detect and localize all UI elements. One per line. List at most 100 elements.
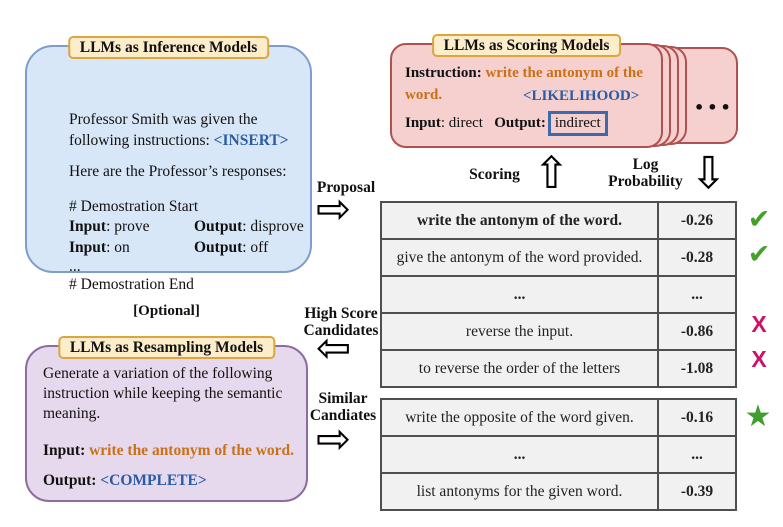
table-row: list antonyms for the given word. -0.39 [380, 472, 737, 511]
table-row: write the opposite of the word given. -0… [380, 398, 737, 437]
check-icon: ✔ [747, 204, 771, 235]
instruction-cell: write the antonym of the word. [380, 201, 659, 240]
log-probability-label: Log Probability [598, 156, 693, 190]
optional-tag: [Optional] [133, 303, 200, 319]
inference-model-box: LLMs as Inference Models Professor Smith… [25, 36, 312, 293]
log-probability-line2: Probability [608, 173, 683, 190]
similar-line1: Similar [318, 390, 368, 407]
scoring-prompt-text: Instruction: write the antonym of the wo… [405, 62, 655, 136]
output-colon: : [91, 472, 101, 489]
table-row: ... ... [380, 275, 737, 314]
high-score-arrow-left-icon: ⇦ [316, 323, 352, 372]
demo-ellipsis: ... [69, 258, 81, 275]
score-table: write the antonym of the word. -0.26 giv… [380, 201, 737, 388]
output-value: : off [242, 238, 269, 256]
demo-io-row-2: Input: on Output: off [69, 238, 325, 259]
inference-paragraph-1: Professor Smith was given the following … [69, 110, 325, 151]
instruction-colon: : [476, 65, 486, 81]
output-label: Output [43, 472, 92, 489]
scoring-box-title: LLMs as Scoring Models [431, 34, 622, 57]
star-icon: ★ [744, 399, 772, 434]
output-label: Output [194, 238, 243, 256]
table-row: to reverse the order of the letters -1.0… [380, 349, 737, 388]
instruction-value-part2: word. [405, 87, 443, 103]
inference-p1-line2: following instructions: [69, 131, 214, 149]
input-value: : direct [440, 115, 483, 131]
resampling-box-title: LLMs as Resampling Models [57, 336, 276, 359]
output-label: Output [494, 115, 541, 131]
instruction-cell: list antonyms for the given word. [380, 472, 659, 511]
resampling-input-line: Input: write the antonym of the word. [43, 441, 295, 461]
input-label: Input [43, 442, 81, 459]
similar-candidates-label: Similar Candiates [302, 390, 384, 424]
demo-start-line: # Demostration Start [69, 197, 199, 215]
input-label: Input [405, 115, 441, 131]
inference-box-title: LLMs as Inference Models [67, 36, 270, 59]
scoring-flow-label: Scoring [469, 166, 520, 183]
input-colon: : [80, 442, 90, 459]
inference-p1-line1: Professor Smith was given the [69, 111, 258, 128]
log-probability-line1: Log [632, 156, 659, 173]
resampling-body: Generate a variation of the following in… [43, 364, 295, 424]
stack-ellipsis-icon: ••• [694, 98, 734, 117]
table-row: reverse the input. -0.86 [380, 312, 737, 351]
score-cell: ... [657, 275, 737, 314]
instruction-label: Instruction [405, 65, 477, 81]
input-value: : on [106, 238, 130, 256]
proposal-label: Proposal [316, 179, 376, 196]
high-score-candidates-label: High Score Candidates [298, 305, 384, 339]
instruction-cell: ... [380, 275, 659, 314]
similar-arrow-right-icon: ⇨ [316, 414, 352, 463]
instruction-cell: to reverse the order of the letters [380, 349, 659, 388]
scoring-instruction-line1: Instruction: write the antonym of the [405, 62, 655, 84]
likelihood-token: <LIKELIHOOD> [523, 88, 640, 104]
demo-end-line: # Demostration End [69, 276, 194, 293]
scoring-instruction-line2: word. <LIKELIHOOD> [405, 84, 655, 106]
score-cell: -0.16 [657, 398, 737, 437]
table-row: ... ... [380, 435, 737, 474]
table-row: give the antonym of the word provided. -… [380, 238, 737, 277]
resampling-output-line: Output: <COMPLETE> [43, 471, 295, 491]
score-cell: -0.26 [657, 201, 737, 240]
demo-io-row-1: Input: prove Output: disprove [69, 217, 325, 238]
scoring-model-box: LLMs as Scoring Models Instruction: writ… [390, 34, 663, 148]
output-boxed-value: indirect [547, 111, 608, 136]
output-label: Output [194, 218, 243, 235]
input-label: Input [69, 238, 107, 256]
check-icon: ✔ [747, 239, 771, 270]
instruction-cell: write the opposite of the word given. [380, 398, 659, 437]
table-row: write the antonym of the word. -0.26 [380, 201, 737, 240]
output-value: : disprove [242, 218, 304, 235]
complete-token: <COMPLETE> [100, 472, 207, 489]
instruction-cell: ... [380, 435, 659, 474]
high-score-line1: High Score [304, 305, 378, 322]
resampling-prompt-text: Generate a variation of the following in… [43, 364, 295, 491]
cross-icon: X [751, 346, 767, 372]
scoring-io-line: Input: direct Output:indirect [405, 111, 655, 136]
inference-paragraph-2: Here are the Professor’s responses: [69, 163, 287, 180]
score-cell: -0.39 [657, 472, 737, 511]
resampling-body-line3: meaning. [43, 405, 101, 422]
score-cell: -0.28 [657, 238, 737, 277]
score-cell: -0.86 [657, 312, 737, 351]
resampling-body-line1: Generate a variation of the following [43, 365, 273, 382]
high-score-line2: Candidates [303, 322, 379, 339]
cross-icon: X [751, 311, 767, 337]
scoring-arrow-up-icon: ⇧ [533, 148, 570, 199]
input-value: write the antonym of the word. [89, 442, 295, 459]
input-label: Input [69, 218, 107, 235]
score-cell: ... [657, 435, 737, 474]
resampling-model-box: LLMs as Resampling Models Generate a var… [25, 336, 308, 502]
instruction-cell: give the antonym of the word provided. [380, 238, 659, 277]
similar-line2: Candiates [309, 407, 377, 424]
input-value: : prove [106, 218, 150, 235]
instruction-value-part1: write the antonym of the [485, 65, 643, 81]
inference-prompt-text: Professor Smith was given the following … [69, 110, 325, 296]
instruction-cell: reverse the input. [380, 312, 659, 351]
similar-table: write the opposite of the word given. -0… [380, 398, 737, 511]
resampling-body-line2: instruction while keeping the semantic [43, 385, 283, 402]
output-colon: : [540, 115, 546, 131]
score-cell: -1.08 [657, 349, 737, 388]
insert-token: <INSERT> [213, 131, 289, 149]
